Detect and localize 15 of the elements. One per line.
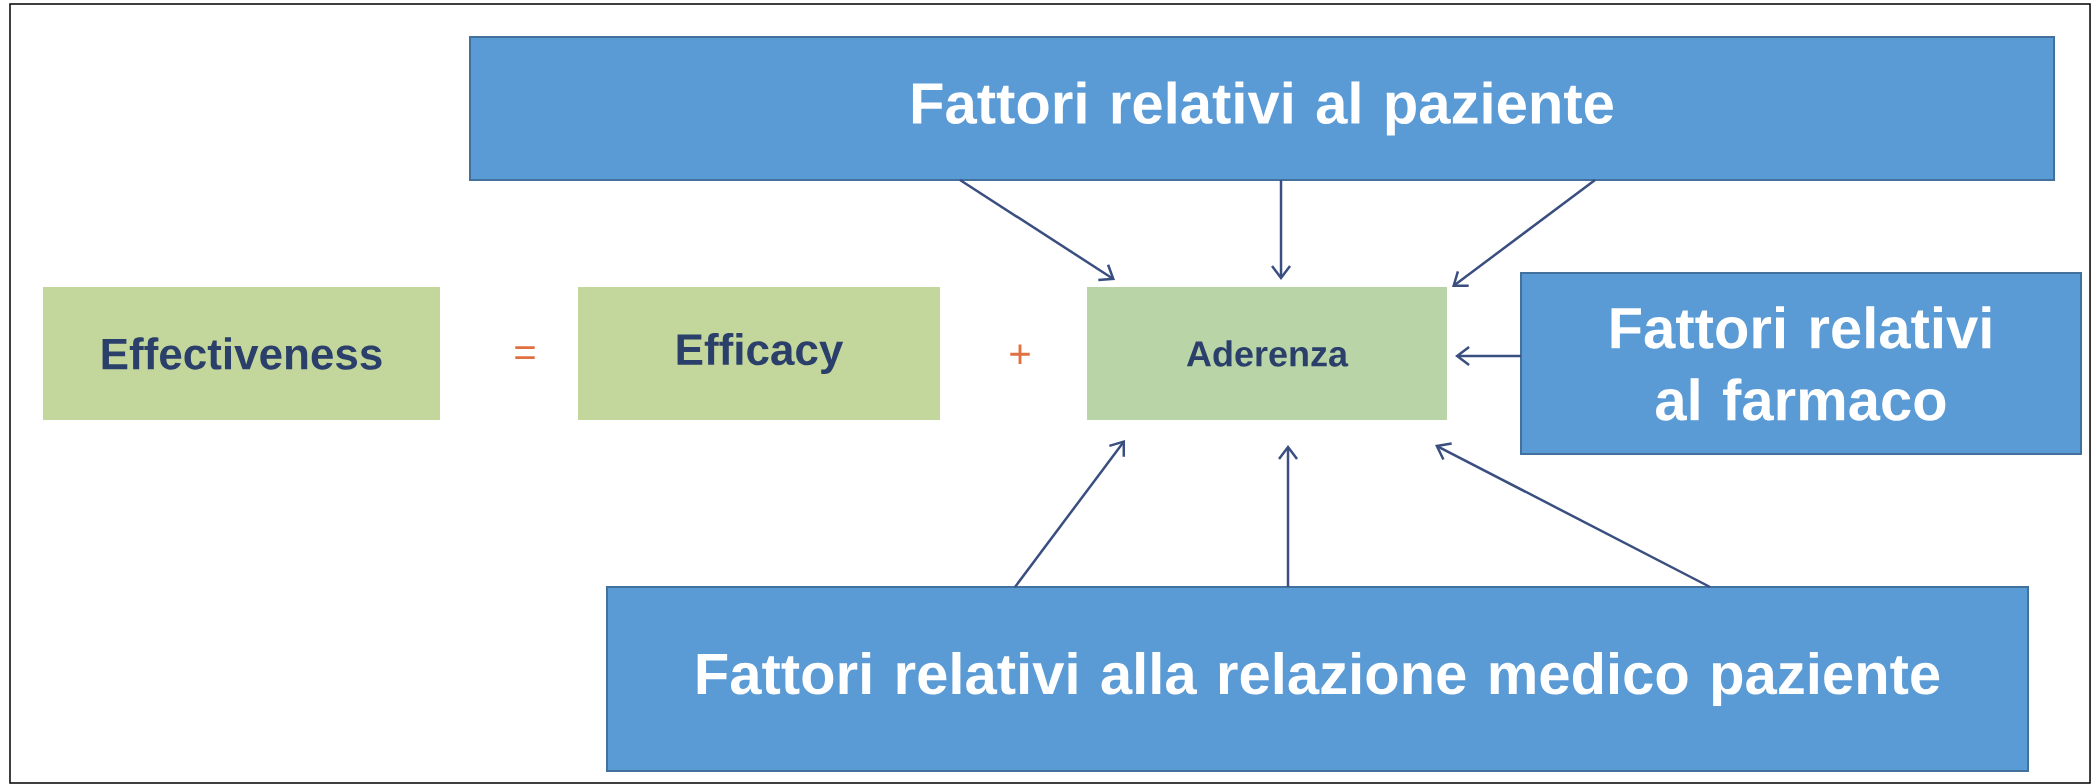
arrow xyxy=(1452,179,1596,287)
arrow xyxy=(1014,440,1126,588)
arrow xyxy=(1278,445,1298,587)
arrow xyxy=(1435,442,1711,589)
factor-box: Fattori relativi al paziente xyxy=(469,36,2056,181)
term-box: Effectiveness xyxy=(43,287,440,420)
operator-sign: = xyxy=(515,346,535,360)
arrow xyxy=(1271,180,1291,280)
factor-box: Fattori relativi al farmaco xyxy=(1520,272,2083,455)
term-box: Efficacy xyxy=(578,287,940,420)
factor-box: Fattori relativi alla relazione medico paziente xyxy=(606,586,2030,772)
arrow xyxy=(959,178,1116,282)
term-box: Aderenza xyxy=(1087,287,1447,420)
arrow xyxy=(1455,346,1521,366)
operator-sign: + xyxy=(1010,344,1030,364)
